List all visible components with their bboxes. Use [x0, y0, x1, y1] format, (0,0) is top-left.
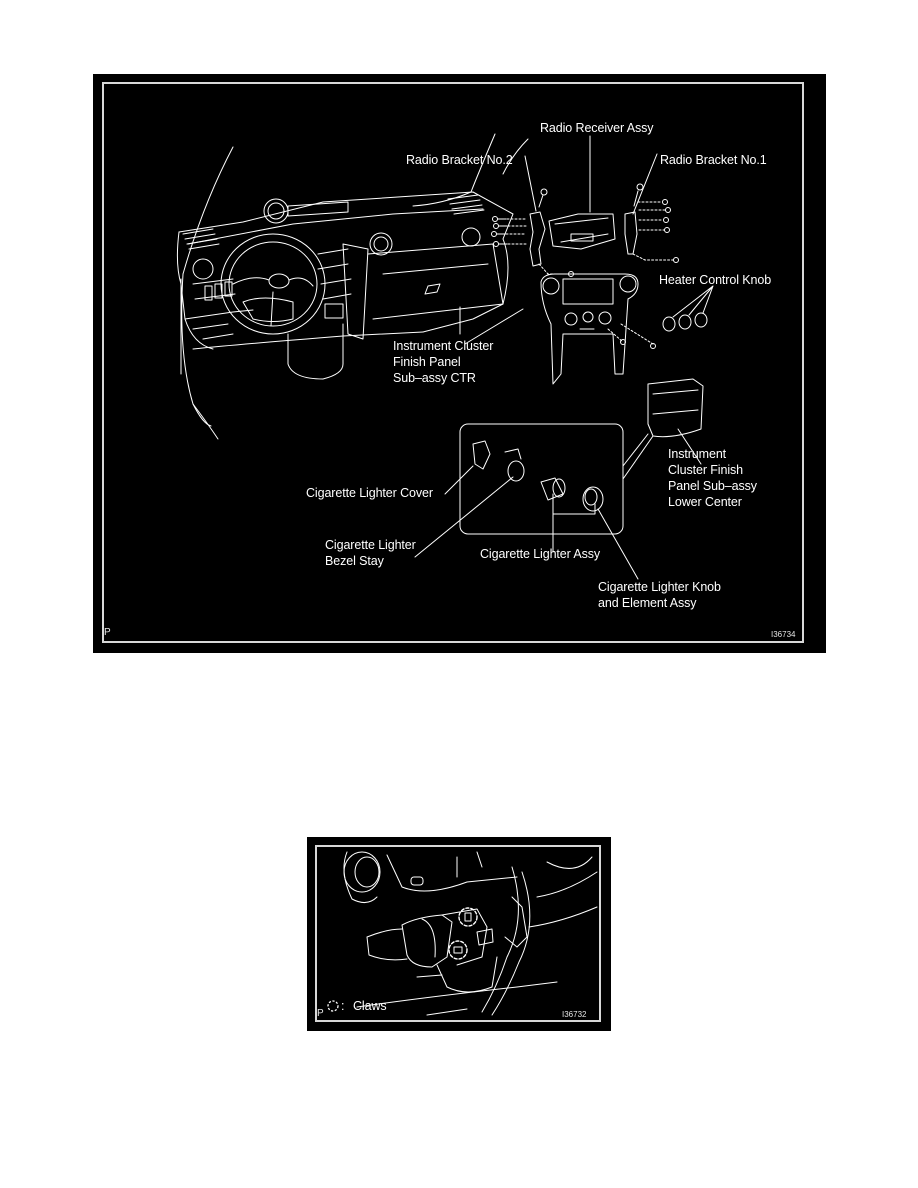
exploded-diagram-radio-cluster: Radio Receiver Assy Radio Bracket No.2 R… — [93, 74, 826, 653]
label-line: Instrument — [668, 447, 727, 461]
figure-id-code: I36732 — [562, 1010, 587, 1019]
label-line: Lower Center — [668, 495, 742, 509]
label-cigarette-lighter-knob-element: Cigarette Lighter Knob and Element Assy — [598, 579, 721, 611]
label-radio-receiver-assy: Radio Receiver Assy — [540, 121, 654, 135]
figure-id-code: I36734 — [771, 630, 796, 639]
label-line: Bezel Stay — [325, 554, 384, 568]
label-radio-bracket-no2: Radio Bracket No.2 — [406, 153, 513, 167]
label-line: Instrument Cluster — [393, 339, 494, 353]
legend-claws-colon: : — [341, 999, 345, 1013]
label-cigarette-lighter-cover: Cigarette Lighter Cover — [306, 486, 433, 500]
label-line: Sub–assy CTR — [393, 371, 476, 385]
claws-line-art — [307, 837, 611, 1031]
figure-border — [315, 845, 601, 1022]
label-heater-control-knob: Heater Control Knob — [659, 273, 772, 287]
label-line: Finish Panel — [393, 355, 461, 369]
label-instrument-cluster-ctr: Instrument Cluster Finish Panel Sub–assy… — [393, 338, 493, 386]
label-line: Cigarette Lighter — [325, 538, 416, 552]
label-line: Panel Sub–assy — [668, 479, 757, 493]
figure-corner-mark: P — [317, 1008, 324, 1019]
dashboard-line-art — [93, 74, 826, 653]
label-line: and Element Assy — [598, 596, 697, 610]
figure-corner-mark: P — [104, 627, 111, 638]
label-instrument-cluster-lower-center: Instrument Cluster Finish Panel Sub–assy… — [668, 446, 757, 510]
label-cigarette-lighter-bezel-stay: Cigarette Lighter Bezel Stay — [325, 537, 416, 569]
label-line: Cigarette Lighter Knob — [598, 580, 721, 594]
label-cigarette-lighter-assy: Cigarette Lighter Assy — [480, 547, 601, 561]
label-radio-bracket-no1: Radio Bracket No.1 — [660, 153, 767, 167]
components-line-art — [93, 74, 826, 653]
figure-border — [102, 82, 804, 643]
label-line: Cluster Finish — [668, 463, 744, 477]
dashed-circle-legend-icon — [327, 1000, 339, 1012]
legend-claws-label: Claws — [353, 999, 387, 1013]
claws-detail-diagram: P : Claws I36732 — [307, 837, 611, 1031]
